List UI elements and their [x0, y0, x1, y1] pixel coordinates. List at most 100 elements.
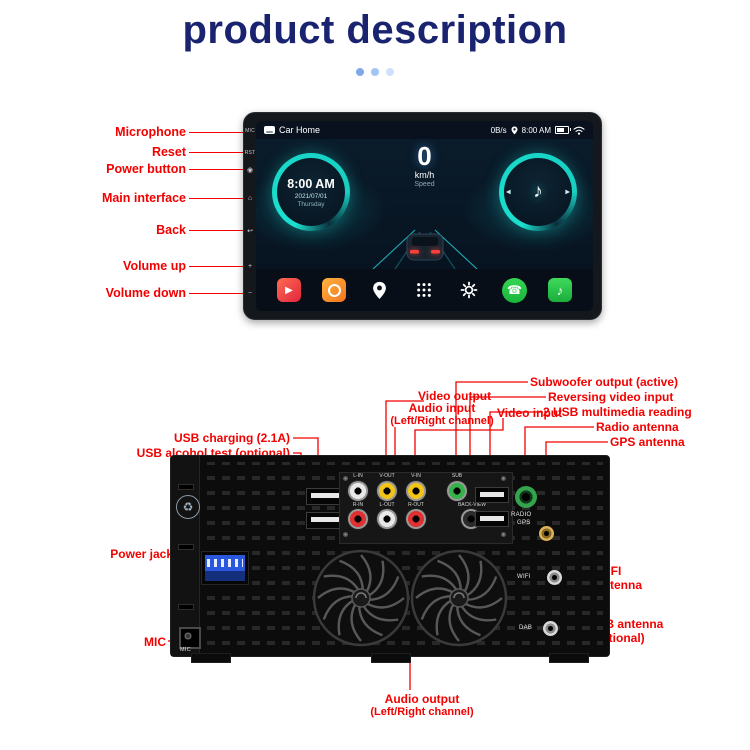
car-home-label: Car Home: [279, 125, 321, 135]
page-title: product description: [182, 8, 568, 52]
carousel-dots: [0, 68, 750, 76]
usb-port-media-2: [475, 511, 509, 527]
connector-plate: [339, 472, 513, 544]
navigation-pin-icon: [367, 278, 391, 302]
label-usb-multimedia: 2 USB multimedia reading: [543, 405, 692, 419]
print-r-in: R-IN: [352, 502, 364, 508]
car-graphic: [372, 229, 477, 269]
status-bar: Car Home 0B/s 8:00 AM: [256, 121, 593, 139]
power-jack-connector: [201, 551, 249, 585]
leader-line: [189, 229, 243, 231]
bezel-reset-label: RST: [244, 150, 256, 156]
front-label-volume-up: Volume up: [123, 258, 243, 274]
leader-line: [189, 131, 243, 133]
leader-line: [189, 265, 243, 267]
music-gauge: ◀ ♪ ▶: [499, 153, 577, 231]
usb-port-charging: [306, 488, 344, 505]
settings-gear-icon: [457, 278, 481, 302]
bezel-mic-label: MIC: [245, 128, 255, 134]
mounting-tab: [191, 653, 231, 663]
label-video-input: Video input: [497, 406, 563, 420]
leader-line: [189, 168, 243, 170]
print-l-in: L-IN: [353, 473, 363, 479]
rca-video-in: [406, 481, 426, 501]
video-app-icon: ▶: [277, 278, 301, 302]
label-text: Microphone: [115, 125, 186, 139]
music-app-icon: ♪: [548, 278, 572, 302]
music-note-icon: ♪: [533, 181, 543, 202]
label-text: Reset: [151, 145, 186, 159]
previous-track-icon: ◀: [506, 189, 511, 196]
clock-gauge: 8:00 AM 2021/07/01 Thursday: [272, 153, 350, 231]
label-text: Volume down: [105, 286, 186, 300]
usb-port-media-1: [475, 487, 509, 503]
car-home-icon: [264, 126, 275, 134]
label-radio-antenna: Radio antenna: [596, 420, 679, 434]
cooling-fan: [312, 549, 410, 647]
front-label-power-button: Power button: [106, 161, 243, 177]
bezel-volume-down-icon: −: [247, 290, 253, 297]
cooling-fan: [410, 549, 508, 647]
mounting-tab: [371, 653, 411, 663]
label-power-jack: Power jack: [110, 547, 173, 561]
carousel-dot: [386, 68, 394, 76]
rca-subwoofer-out: [447, 481, 467, 501]
location-pin-icon: [511, 125, 518, 134]
bezel-volume-up-icon: +: [247, 263, 253, 270]
label-reversing-video-input: Reversing video input: [548, 390, 674, 404]
battery-icon: [555, 126, 571, 134]
dashboard: 8:00 AM 2021/07/01 Thursday 0 km/h Speed: [256, 139, 593, 269]
bezel-back-icon: ↩: [247, 228, 253, 235]
label-text: Power button: [106, 162, 186, 176]
print-mic: MIC: [180, 647, 191, 653]
gps-antenna-connector: [539, 526, 554, 541]
left-bracket: [171, 456, 200, 656]
print-wifi: WIFI: [517, 574, 531, 580]
label-usb-charging: USB charging (2.1A): [173, 431, 290, 445]
carousel-dot: [356, 68, 364, 76]
label-audio-input: Audio input (Left/Right channel): [390, 401, 494, 428]
rca-audio-out-right: [406, 509, 426, 529]
label-subwoofer-output: Subwoofer output (active): [530, 375, 678, 389]
apps-grid-icon: [412, 278, 436, 302]
leader-line: [189, 197, 243, 199]
front-label-back: Back: [156, 222, 243, 238]
label-text: Main interface: [101, 191, 186, 205]
rca-audio-out-left: [377, 509, 397, 529]
mounting-tab: [549, 653, 589, 663]
front-label-volume-down: Volume down: [106, 285, 243, 301]
mic-port: [179, 627, 201, 649]
front-label-main-interface: Main interface: [102, 190, 243, 206]
clock-day: Thursday: [297, 200, 325, 208]
print-back-view: BACK-VIEW: [457, 502, 487, 508]
front-label-reset: Reset: [152, 144, 243, 160]
car-stereo-rear-view: ♻ L-IN V-OUT V-IN SUB R-IN L-OUT R-OUT B…: [170, 455, 610, 663]
label-text: Volume up: [123, 259, 186, 273]
network-speed: 0B/s: [490, 125, 507, 135]
label-text: Back: [156, 223, 186, 237]
rca-video-out: [377, 481, 397, 501]
speedometer: 0 km/h Speed: [414, 143, 434, 188]
bezel-power-icon: ◉: [246, 167, 254, 174]
print-l-out: L-OUT: [379, 502, 395, 508]
wifi-icon: [573, 126, 585, 135]
label-audio-output: Audio output (Left/Right channel): [370, 692, 474, 719]
bezel-home-icon: ⌂: [247, 195, 253, 202]
speed-unit: km/h: [414, 170, 435, 180]
phone-app-icon: ☎: [502, 277, 527, 303]
status-time: 8:00 AM: [521, 125, 551, 135]
clock-date: 2021/07/01: [294, 192, 328, 200]
recycle-mark-icon: ♻: [176, 495, 200, 519]
print-radio: RADIO: [511, 512, 532, 518]
dab-antenna-connector: [543, 621, 558, 636]
carousel-dot: [371, 68, 379, 76]
label-gps-antenna: GPS antenna: [610, 435, 685, 449]
print-r-out: R-OUT: [408, 502, 424, 508]
radio-app-icon: [322, 278, 346, 302]
next-track-icon: ▶: [565, 189, 570, 196]
touchscreen: Car Home 0B/s 8:00 AM 8:00: [256, 121, 593, 311]
leader-line: [189, 292, 243, 294]
car-stereo-front-view: MIC RST ◉ ⌂ ↩ + − Car Home 0B/s 8:00 AM: [243, 112, 602, 320]
front-label-microphone: Microphone: [115, 124, 243, 140]
